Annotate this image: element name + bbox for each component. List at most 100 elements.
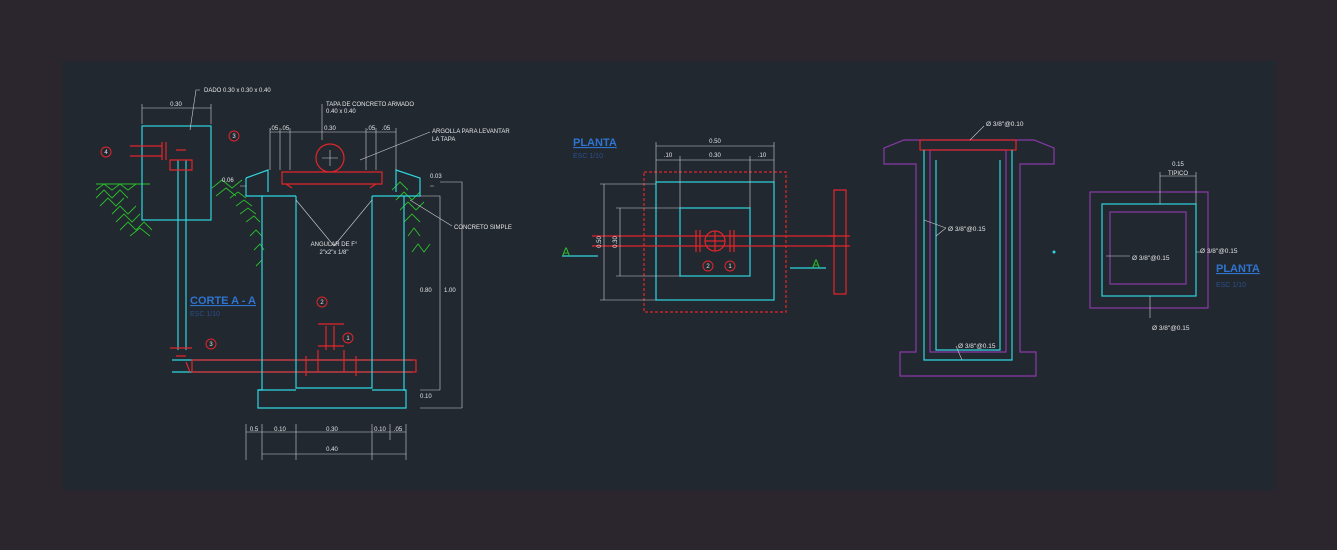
dim-003: 0.03 <box>430 174 442 180</box>
svg-text:4: 4 <box>104 150 108 156</box>
rebar-plan-label-right: Ø 3/8"@0.15 <box>1200 248 1238 255</box>
section-dims <box>141 104 463 460</box>
dim-05b: .05 <box>281 126 290 132</box>
plan-dim-030: 0.30 <box>709 153 721 159</box>
rebar-plan-outer <box>1089 191 1209 309</box>
label-argolla-line1: ARGOLLA PARA LEVANTAR <box>432 129 510 135</box>
mark-2: 2 <box>316 296 328 308</box>
cad-drawing-canvas: 4 3 3 2 1 DADO 0.30 x 0.30 x 0.40 TAPA D… <box>62 61 1276 490</box>
horizontal-pipe <box>191 359 417 373</box>
mark-1: 1 <box>342 332 354 344</box>
top-pipe <box>130 142 167 160</box>
rebar-plan-label-left: Ø 3/8"@0.15 <box>1132 255 1170 262</box>
dim-05d: .05 <box>382 126 391 132</box>
plan-mark-1: 1 <box>724 260 736 272</box>
box-inner-wall <box>295 196 373 389</box>
rebar-label-top: Ø 3/8"@0.10 <box>986 121 1024 128</box>
dim-010-right: 0.10 <box>420 394 432 400</box>
valve-dado <box>169 149 193 171</box>
plan-dim-v030: 0.30 <box>613 236 619 248</box>
elbow-bottom <box>170 347 192 373</box>
dim-bottom-040: 0.40 <box>326 447 338 453</box>
rebar-section-view: Ø 3/8"@0.10 Ø 3/8"@0.15 Ø 3/8"@0.15 <box>883 121 1056 377</box>
lifting-ring <box>315 143 345 173</box>
rebar-plan-label-bottom: Ø 3/8"@0.15 <box>1152 325 1190 332</box>
plan-pipe <box>592 230 836 252</box>
dim-100: 1.00 <box>444 288 456 294</box>
plan-scale: ESC 1/10 <box>573 153 603 160</box>
plan-mark-2: 2 <box>702 260 714 272</box>
soil-hatch-left <box>95 183 153 237</box>
plan-outer <box>655 181 775 301</box>
mark-4: 4 <box>100 146 112 158</box>
plan-title: PLANTA <box>573 137 617 149</box>
rebar-plan-view: 0.15 TIPICO Ø 3/8"@0.15 Ø 3/8"@0.15 Ø 3/… <box>1089 162 1260 332</box>
rebar-plan-title: PLANTA <box>1216 263 1260 275</box>
valve-box <box>305 323 357 376</box>
plan-dim-v050: 0.50 <box>597 236 603 248</box>
svg-text:2: 2 <box>320 300 324 306</box>
cut-label-right: A <box>812 257 820 271</box>
label-tapa-line2: 0.40 x 0.40 <box>326 109 356 115</box>
mark-3-top: 3 <box>228 130 240 142</box>
dim-006: 0.06 <box>222 178 234 184</box>
rebar-plan-dims <box>1106 172 1200 318</box>
plan-valve-cross <box>705 231 725 251</box>
concrete-dado <box>141 125 212 221</box>
rebar-outline <box>883 139 1055 377</box>
label-tapa-line1: TAPA DE CONCRETO ARMADO <box>326 102 414 108</box>
plan-tee <box>828 189 850 295</box>
angular-lines <box>295 199 373 247</box>
rebar-outer-bars <box>923 150 1013 361</box>
dim-05a: .05 <box>270 126 279 132</box>
rebar-plan-inner <box>1109 211 1187 285</box>
label-dado: DADO 0.30 x 0.30 x 0.40 <box>204 88 271 94</box>
vertical-pipe <box>177 160 187 350</box>
svg-text:2: 2 <box>706 264 710 270</box>
svg-text:1: 1 <box>346 336 350 342</box>
mark-3-bottom: 3 <box>205 338 217 350</box>
concrete-lid <box>281 171 383 189</box>
rebar-label-mid: Ø 3/8"@0.15 <box>948 226 986 233</box>
dim-dado-width: 0.30 <box>170 102 182 108</box>
dim-lid-030: 0.30 <box>324 126 336 132</box>
rebar-dot <box>1052 250 1056 254</box>
rebar-plan-outer-bars <box>1101 203 1197 297</box>
svg-text:3: 3 <box>232 134 236 140</box>
label-argolla-line2: LA TAPA <box>432 137 455 143</box>
plan-inner <box>679 207 751 277</box>
plan-view: A A 0.50 .10 0.30 .10 0.50 0.30 2 1 PLAN… <box>562 137 850 313</box>
rebar-label-bottom: Ø 3/8"@0.15 <box>958 343 996 350</box>
soil-hatch-right <box>391 181 431 253</box>
label-concreto: CONCRETO SIMPLE <box>454 225 512 231</box>
label-angular-line2: 2"x2"x 1/8" <box>319 250 348 256</box>
rebar-lid <box>919 139 1017 151</box>
rebar-plan-scale: ESC 1/10 <box>1216 282 1246 289</box>
rebar-plan-tipico: TIPICO <box>1168 171 1188 177</box>
dim-bottom-030: 0.30 <box>326 427 338 433</box>
section-view: 4 3 3 2 1 DADO 0.30 x 0.30 x 0.40 TAPA D… <box>95 88 512 460</box>
ring-cross <box>322 150 338 166</box>
label-angular-line1: ANGULAR DE F° <box>311 242 358 248</box>
cad-drawing: 4 3 3 2 1 DADO 0.30 x 0.30 x 0.40 TAPA D… <box>95 88 1260 460</box>
plan-dim-10l: .10 <box>664 153 673 159</box>
dim-bottom-010r: 0.10 <box>374 427 386 433</box>
box-wall-lines <box>258 195 406 391</box>
box-outer-wall <box>245 169 421 409</box>
plan-dim-10r: .10 <box>758 153 767 159</box>
dim-bottom-010l: 0.10 <box>274 427 286 433</box>
svg-text:1: 1 <box>728 264 732 270</box>
dim-bottom-05l: 0.5 <box>250 427 259 433</box>
rebar-plan-dim-015: 0.15 <box>1172 162 1184 168</box>
rebar-leaders <box>923 125 985 361</box>
cut-label-left: A <box>562 245 570 259</box>
svg-text:3: 3 <box>209 342 213 348</box>
plan-dims <box>600 142 775 301</box>
section-scale: ESC 1/10 <box>190 311 220 318</box>
dim-05c: .05 <box>367 126 376 132</box>
horizontal-pipe-outline <box>172 359 412 373</box>
plan-dim-050: 0.50 <box>709 139 721 145</box>
plan-outer-dashed <box>643 171 787 313</box>
soil-hatch-mid <box>211 179 265 267</box>
section-title: CORTE A - A <box>190 295 256 307</box>
